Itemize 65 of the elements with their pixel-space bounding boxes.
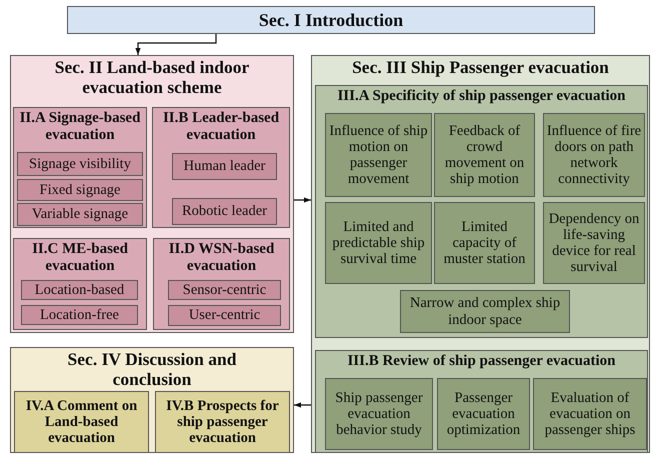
section-box [153,238,290,330]
topic-text: Limited and predictable ship survival time [331,218,426,268]
topic-box [533,378,647,450]
section-heading: II.A Signage-based evacuation [18,109,142,144]
section-heading: Sec. III Ship Passenger evacuation [351,56,610,78]
topic-text: Feedback of crowd movement on ship motion [444,122,526,188]
section-box [13,238,147,330]
arrow [135,34,217,55]
topic-box [155,391,290,453]
topic-text: Human leader [182,158,266,175]
section-heading: Sec. IV Discussion and conclusion [66,348,238,390]
topic-text: Signage visibility [28,156,132,172]
topic-box [14,391,149,453]
arrow [294,197,311,203]
topic-box [434,113,535,197]
topic-text: Robotic leader [181,203,268,220]
topic-text: Dependency on life-saving device for real survival [548,210,640,276]
topic-box [17,152,143,176]
topic-text: Passenger evacuation optimization [446,390,522,438]
topic-text: Limited capacity of muster station [442,218,526,268]
section-heading: IV.B Prospects for ship passenger evacuation [165,398,280,446]
section-box [152,107,290,228]
topic-box [325,378,433,450]
section-box [13,107,147,228]
topic-box [434,202,535,284]
section-box [315,350,648,453]
topic-text: Influence of ship motion on passenger movement [328,122,429,188]
section-heading: Sec. I Introduction [258,10,404,30]
topic-box [437,378,530,450]
topic-text: Narrow and complex ship indoor space [408,295,562,328]
topic-text: Ship passenger evacuation behavior study [334,390,424,438]
section-heading: II.B Leader-based evacuation [162,109,280,144]
section-box [67,6,595,34]
topic-text: Variable signage [30,206,130,223]
topic-box [168,280,281,300]
section-heading: III.B Review of ship passenger evacuation [346,352,617,370]
topic-box [17,203,143,226]
topic-box [543,202,645,284]
section-heading: II.C ME-based evacuation [31,240,129,275]
section-heading: IV.A Comment on Land-based evacuation [24,398,138,446]
topic-box [325,202,432,284]
topic-box [325,113,432,197]
topic-box [400,290,570,333]
section-box [10,347,294,453]
section-box [10,55,294,333]
section-box [311,55,650,453]
topic-box [543,113,645,197]
topic-box [168,305,281,326]
topic-text: Sensor-centric [182,282,268,298]
section-heading: II.D WSN-based evacuation [168,240,276,275]
topic-box [172,198,277,225]
topic-box [17,179,143,201]
topic-text: Fixed signage [38,182,122,198]
topic-text: Evaluation of evacuation on passenger ships [544,390,636,438]
topic-text: Influence of fire doors on path network connectivity [546,122,642,188]
section-heading: Sec. II Land-based indoor evacuation scheme [54,56,250,98]
topic-box [21,305,138,325]
topic-box [21,280,138,300]
arrow [294,402,311,408]
topic-text: Location-free [39,306,120,324]
topic-text: User-centric [188,307,262,324]
topic-text: Location-based [34,282,126,298]
section-heading: III.A Specificity of ship passenger evacuation [336,87,627,105]
section-box [315,85,648,338]
topic-box [172,153,277,180]
